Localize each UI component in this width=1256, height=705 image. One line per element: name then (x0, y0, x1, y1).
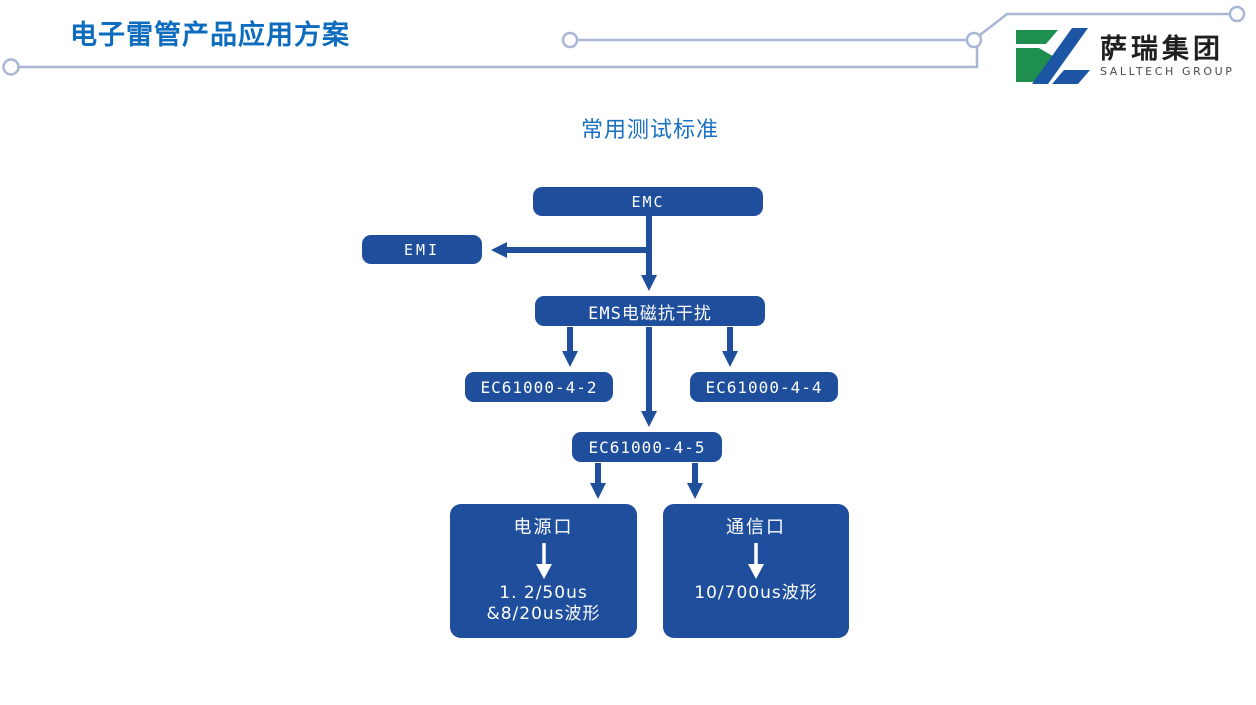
comm-port-title: 通信口 (726, 517, 786, 538)
power-wave-line2: &8/20us波形 (486, 604, 601, 625)
comm-wave-text: 10/700us波形 (694, 583, 817, 604)
power-port-title: 电源口 (513, 517, 574, 538)
down-arrow-icon (535, 543, 552, 579)
node-comm-port: 通信口 10/700us波形 (663, 504, 849, 638)
node-ec61000-4-4: EC61000-4-4 (690, 372, 838, 402)
node-emc: EMC (533, 187, 763, 216)
salltech-logo-icon (1016, 28, 1090, 84)
page-title: 电子雷管产品应用方案 (70, 20, 350, 51)
logo-company-name-en: SALLTECH GROUP (1100, 64, 1235, 78)
company-logo: 萨瑞集团 SALLTECH GROUP (1012, 26, 1244, 86)
comm-wave-line: 10/700us波形 (694, 583, 818, 603)
power-wave-text: 1. 2/50us &8/20us波形 (486, 583, 600, 626)
logo-company-name: 萨瑞集团 (1100, 33, 1224, 65)
power-wave-line1: 1. 2/50us (499, 583, 588, 603)
diagram-title: 常用测试标准 (580, 118, 719, 143)
node-ec61000-4-5: EC61000-4-5 (572, 432, 722, 462)
down-arrow-icon (748, 543, 764, 579)
node-ems: EMS电磁抗干扰 (535, 296, 765, 326)
node-power-port: 电源口 1. 2/50us &8/20us波形 (450, 504, 637, 638)
node-ec61000-4-2: EC61000-4-2 (465, 372, 613, 402)
decorative-connector-lines (2, 5, 1246, 76)
logo-text: 萨瑞集团 SALLTECH GROUP (1100, 36, 1234, 77)
node-emi: EMI (362, 235, 482, 264)
